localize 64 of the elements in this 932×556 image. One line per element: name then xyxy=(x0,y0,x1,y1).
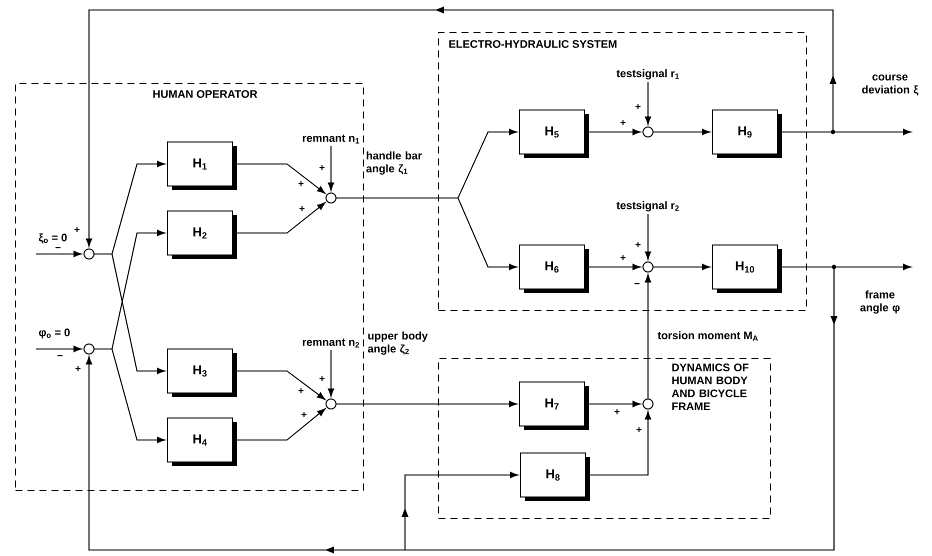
block-box: H$_{4}$ xyxy=(166,417,237,466)
polarity-sign: + xyxy=(320,165,325,170)
block-box: H$_{9}$ xyxy=(712,109,782,158)
arrow xyxy=(644,274,652,398)
arrow xyxy=(654,264,710,270)
summing-junction xyxy=(84,344,94,354)
signal-label: φ$_{o}$ = 0 xyxy=(38,328,70,338)
signal-label: remnant n$_{2}$ xyxy=(302,338,360,348)
arrow xyxy=(86,264,838,554)
polarity-sign: + xyxy=(76,366,81,372)
block-box: H$_{3}$ xyxy=(166,348,237,397)
signal-label: course deviation ξ xyxy=(862,74,918,96)
arrow xyxy=(644,82,652,125)
arrow xyxy=(328,350,334,397)
polarity-sign: + xyxy=(302,412,307,418)
arrow xyxy=(94,253,166,374)
signal-label: testsignal r$_{2}$ xyxy=(616,201,679,212)
summing-junction xyxy=(642,126,654,138)
arrow xyxy=(654,128,710,136)
block-box: H$_{8}$ xyxy=(520,452,590,501)
polarity-sign: − xyxy=(634,283,640,284)
signal-label: ξ$_{o}$ = 0 xyxy=(38,233,67,244)
signal-label: remnant n$_{1}$ xyxy=(302,134,360,144)
block-box: H$_{1}$ xyxy=(166,141,237,190)
summing-junction xyxy=(642,398,654,410)
polarity-sign: + xyxy=(74,227,80,232)
summing-junction xyxy=(642,262,654,272)
edge-label: upper body angle ζ$_{2}$ xyxy=(368,332,428,355)
polarity-sign: + xyxy=(298,388,304,394)
arrow xyxy=(328,146,334,191)
arrow xyxy=(644,214,652,260)
polarity-sign: − xyxy=(56,247,60,248)
edge-label: handle bar angle ζ$_{1}$ xyxy=(366,151,422,175)
arrow xyxy=(86,6,836,247)
polarity-sign: + xyxy=(300,206,305,212)
polarity-sign: + xyxy=(636,242,641,248)
group-title: ELECTRO-HYDRAULIC SYSTEM xyxy=(449,40,616,48)
signal-label: testsignal r$_{1}$ xyxy=(616,69,679,80)
block-box: H$_{6}$ xyxy=(518,244,589,293)
polarity-sign: + xyxy=(620,120,626,126)
arrow xyxy=(336,400,518,408)
summing-junction xyxy=(326,192,336,204)
arrow xyxy=(336,197,518,270)
group-title: HUMAN OPERATOR xyxy=(153,90,258,98)
block-box: H$_{7}$ xyxy=(518,381,589,430)
edge-label: torsion moment M$_{A}$ xyxy=(658,331,758,341)
polarity-sign: + xyxy=(298,181,304,186)
polarity-sign: + xyxy=(614,409,620,414)
polarity-sign: − xyxy=(58,355,62,356)
arrow xyxy=(402,266,835,551)
polarity-sign: + xyxy=(636,427,642,432)
polarity-sign: + xyxy=(636,104,641,110)
arrow xyxy=(36,250,82,258)
arrow xyxy=(36,346,82,352)
block-box: H$_{10}$ xyxy=(712,244,782,293)
polarity-sign: + xyxy=(620,255,626,260)
block-box: H$_{5}$ xyxy=(518,109,589,158)
group-title: DYNAMICS OF HUMAN BODY AND BICYCLE FRAME xyxy=(672,364,748,410)
summing-junction xyxy=(326,398,336,410)
polarity-sign: + xyxy=(320,376,325,382)
arrow xyxy=(94,348,166,444)
signal-label: frame angle φ xyxy=(860,290,900,314)
block-box: H$_{2}$ xyxy=(166,210,237,259)
summing-junction xyxy=(84,248,94,260)
